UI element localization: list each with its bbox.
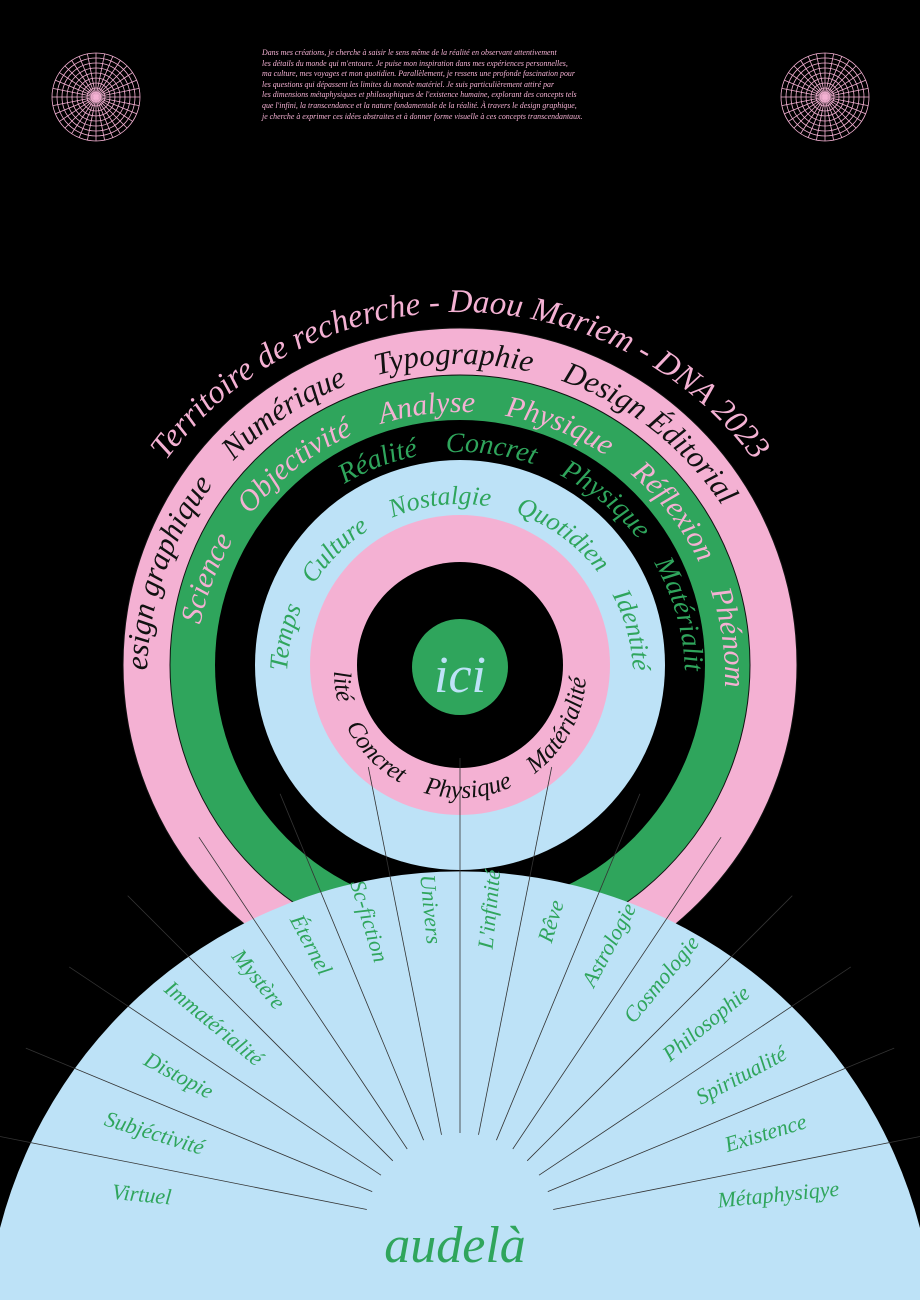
sector-divider	[127, 895, 394, 1162]
sector-divider	[538, 966, 852, 1176]
intro-line: je cherche à exprimer ces idées abstrait…	[262, 111, 583, 121]
sector-dividers	[0, 758, 920, 1210]
polar-grid-icon	[780, 52, 870, 142]
intro-line: les questions qui dépassent les limites …	[262, 79, 555, 89]
sector-divider	[68, 966, 382, 1176]
sector-divider	[512, 836, 722, 1150]
center-label: ici	[434, 647, 486, 704]
sector-divider	[526, 895, 793, 1162]
intro-line: ma culture, mes voyages et mon quotidien…	[262, 69, 575, 79]
sector-divider	[0, 1136, 367, 1210]
intro-line: les dimensions métaphysiques et philosop…	[262, 90, 577, 100]
intro-line: que l'infini, la transcendance et la nat…	[262, 100, 577, 110]
beyond-label: audelà	[384, 1217, 526, 1274]
intro-text: Dans mes créations, je cherche à saisir …	[262, 48, 662, 122]
intro-line: Dans mes créations, je cherche à saisir …	[262, 48, 557, 57]
sector-divider	[478, 766, 553, 1135]
sector-divider	[496, 793, 641, 1141]
center-disc	[412, 619, 508, 715]
sector-divider	[367, 766, 442, 1135]
sector-divider	[25, 1047, 373, 1192]
sector-label: Virtuel	[111, 1179, 173, 1210]
sector-divider	[547, 1047, 895, 1192]
sector-divider	[279, 793, 424, 1141]
intro-line: les détails du monde qui m'entoure. Je p…	[262, 58, 568, 68]
polar-grid-icon	[51, 52, 141, 142]
sector-divider	[198, 836, 408, 1150]
sector-divider	[553, 1136, 920, 1210]
